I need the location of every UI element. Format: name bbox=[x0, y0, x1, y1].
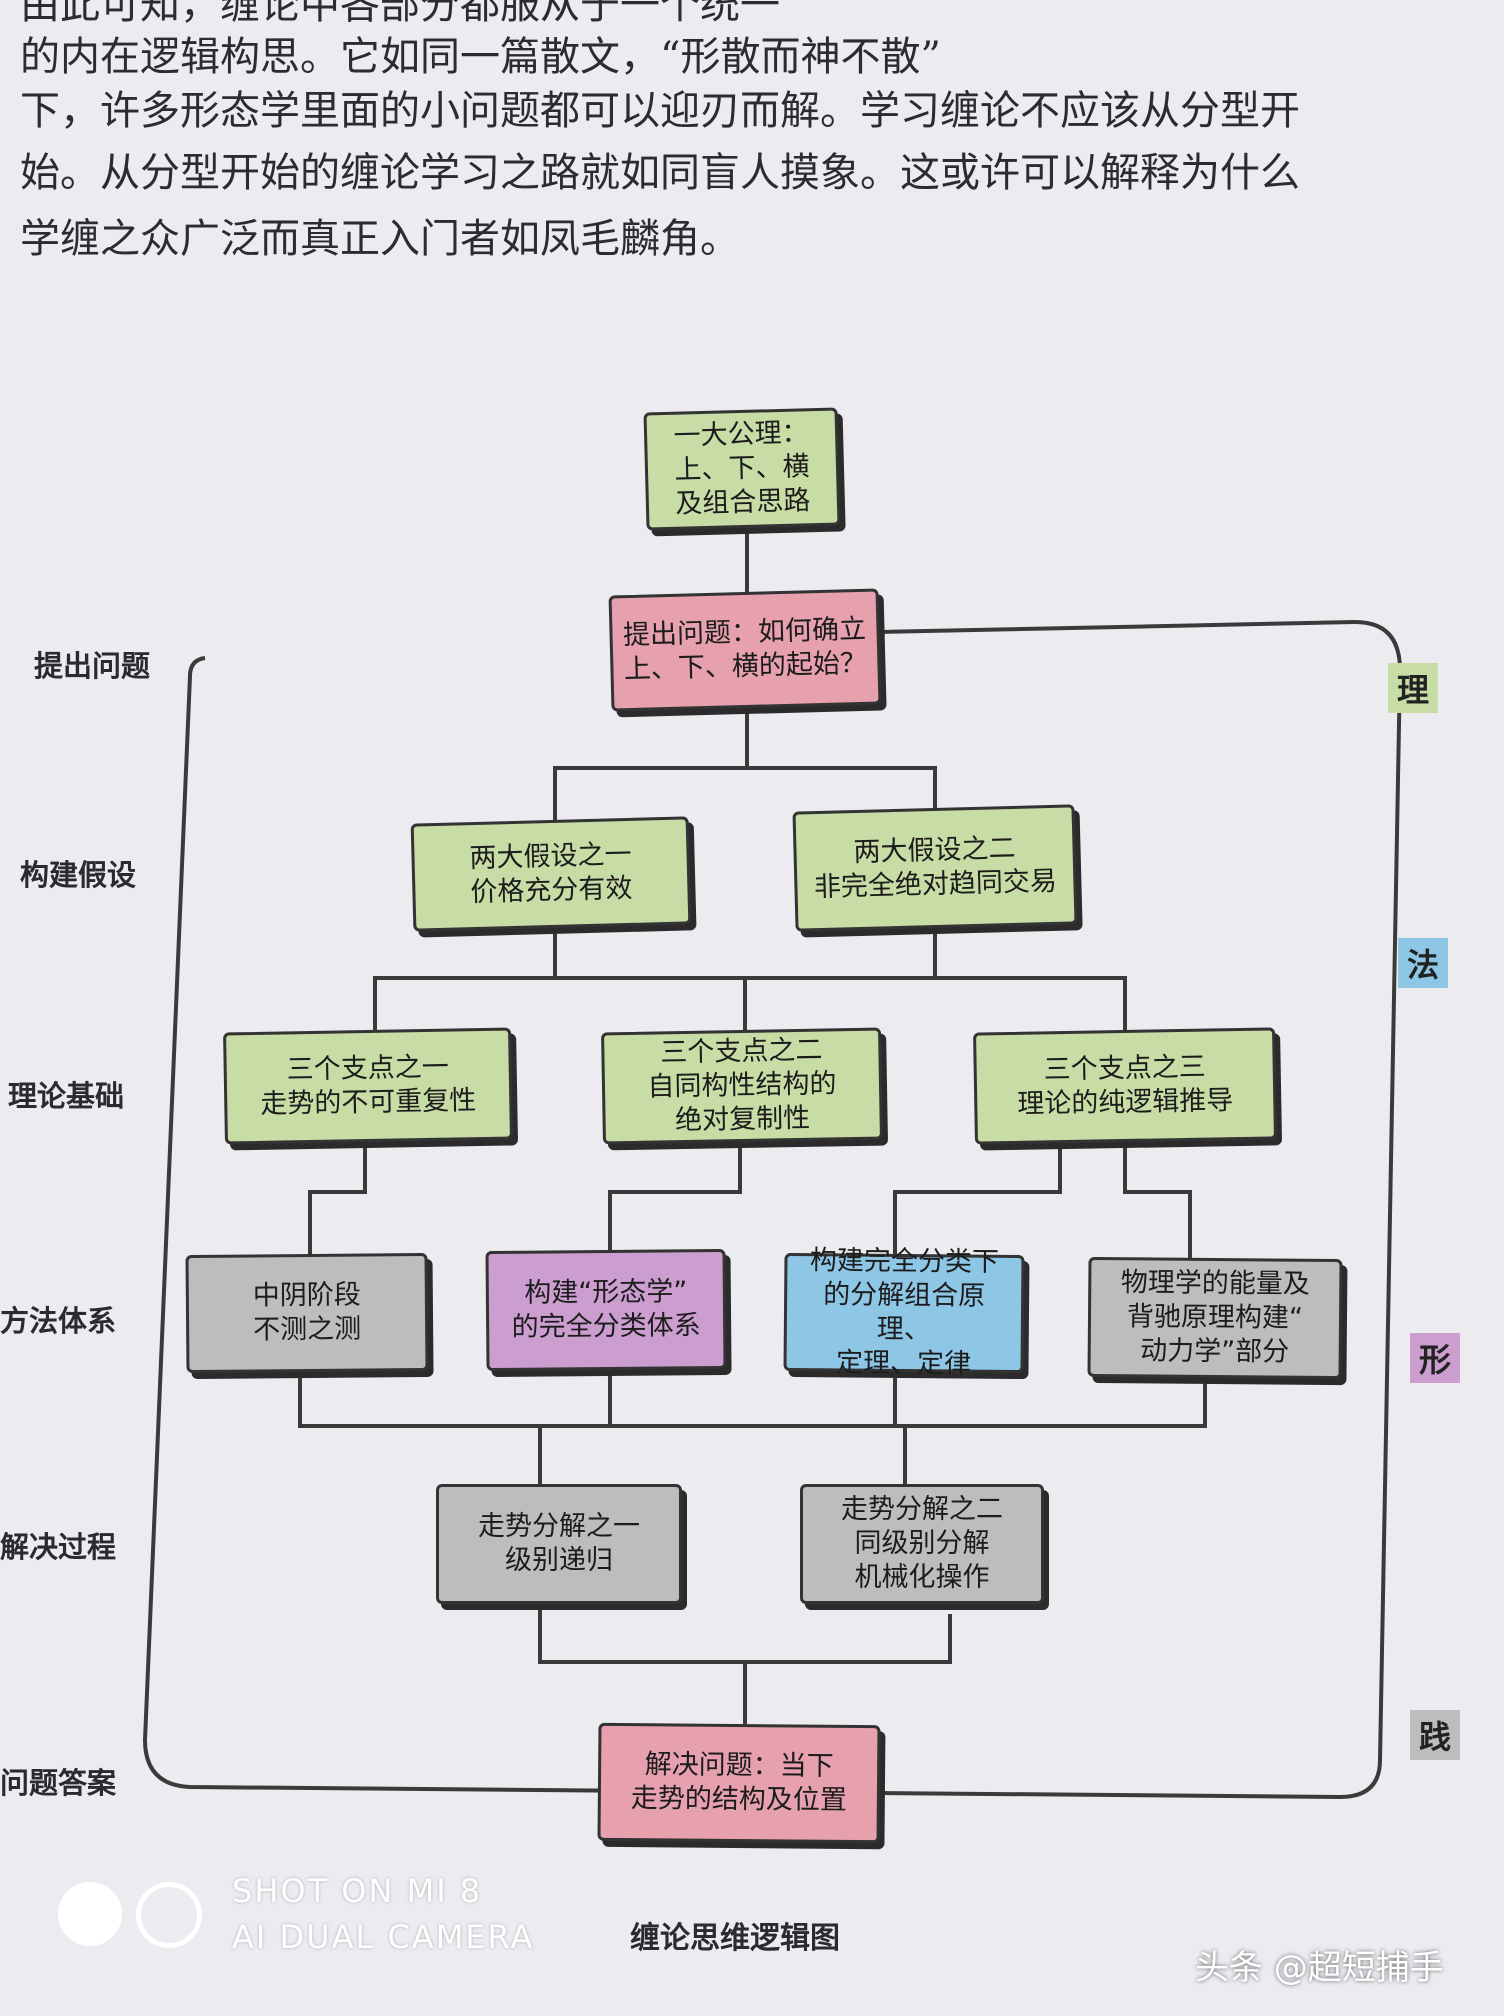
tag-xing: 形 bbox=[1410, 1333, 1460, 1383]
watermark-line-2: AI DUAL CAMERA bbox=[232, 1918, 535, 1956]
watermark-circle-filled bbox=[58, 1882, 122, 1946]
tag-fa: 法 bbox=[1398, 938, 1448, 988]
answer-box: 解决问题：当下 走势的结构及位置 bbox=[597, 1722, 881, 1844]
text-line-2: 的内在逻辑构思。它如同一篇散文，“形散而神不散” bbox=[20, 34, 941, 80]
decomposition-2-box: 走势分解之二 同级别分解 机械化操作 bbox=[800, 1484, 1044, 1604]
decomposition-1-box: 走势分解之一 级别递归 bbox=[436, 1484, 682, 1604]
label-theory: 理论基础 bbox=[8, 1079, 125, 1113]
question-box: 提出问题：如何确立 上、下、横的起始？ bbox=[608, 588, 882, 712]
watermark-line-1: SHOT ON MI 8 bbox=[232, 1872, 483, 1910]
tag-jian: 践 bbox=[1410, 1710, 1460, 1760]
text-line-1: 由此可知，缠论中各部分都服从于一个统一 bbox=[20, 0, 780, 28]
label-method: 方法体系 bbox=[0, 1304, 117, 1338]
tag-li: 理 bbox=[1388, 663, 1438, 713]
source-credit: 头条 @超短捕手 bbox=[1195, 1948, 1444, 1988]
method-2-box: 构建“形态学” 的完全分类体系 bbox=[485, 1248, 727, 1372]
text-line-4: 始。从分型开始的缠论学习之路就如同盲人摸象。这或许可以解释为什么 bbox=[20, 150, 1300, 196]
axiom-box: 一大公理： 上、下、横 及组合思路 bbox=[643, 407, 841, 531]
hypothesis-2-box: 两大假设之二 非完全绝对趋同交易 bbox=[792, 804, 1078, 932]
label-solve: 解决过程 bbox=[0, 1530, 117, 1564]
method-1-box: 中阴阶段 不测之测 bbox=[185, 1252, 429, 1374]
label-answer: 问题答案 bbox=[0, 1766, 117, 1800]
hypothesis-1-box: 两大假设之一 价格充分有效 bbox=[410, 816, 692, 932]
text-line-3: 下，许多形态学里面的小问题都可以迎刃而解。学习缠论不应该从分型开 bbox=[20, 88, 1300, 134]
text-line-5: 学缠之众广泛而真正入门者如凤毛麟角。 bbox=[20, 216, 740, 262]
fulcrum-3-box: 三个支点之三 理论的纯逻辑推导 bbox=[973, 1027, 1277, 1145]
diagram-caption: 缠论思维逻辑图 bbox=[630, 1921, 840, 1956]
label-hypothesis: 构建假设 bbox=[20, 858, 137, 892]
fulcrum-2-box: 三个支点之二 自同构性结构的 绝对复制性 bbox=[601, 1027, 883, 1145]
label-question: 提出问题 bbox=[34, 649, 151, 683]
method-3-box: 构建完全分类下 的分解组合原理、 定理、定律 bbox=[783, 1245, 1025, 1380]
method-4-box: 物理学的能量及 背驰原理构建“ 动力学”部分 bbox=[1087, 1256, 1343, 1380]
fulcrum-1-box: 三个支点之一 走势的不可重复性 bbox=[223, 1027, 513, 1145]
watermark-circle-ring bbox=[136, 1882, 202, 1948]
